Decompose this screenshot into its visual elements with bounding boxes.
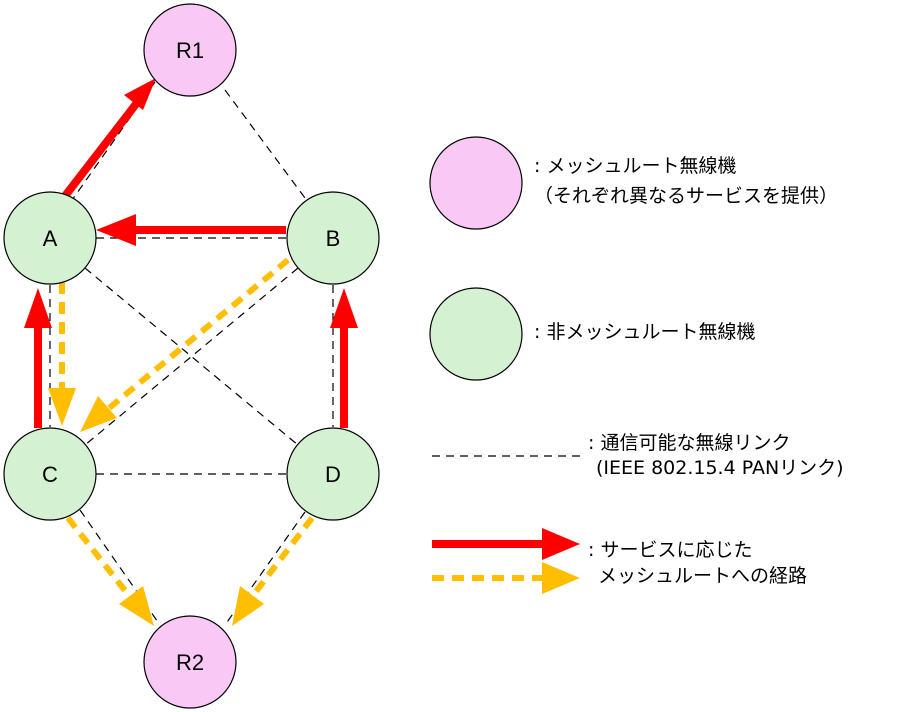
route-c-r2-line <box>65 516 137 604</box>
node-d-circle <box>286 427 380 521</box>
node-c-label: C <box>42 462 58 487</box>
node-r2-circle <box>143 615 237 709</box>
legend-route-line2: メッシュルートへの経路 <box>598 565 807 587</box>
link-a-r1 <box>69 81 156 204</box>
legend-service-route-arrowhead <box>542 528 580 560</box>
route-d-b-arrowhead <box>330 288 358 328</box>
node-r2-label: R2 <box>176 650 204 675</box>
route-a-c-arrowhead <box>48 388 76 426</box>
alternate-routes <box>48 257 315 626</box>
legend-root-swatch <box>429 136 523 230</box>
legend-normal-label: : 非メッシュルート無線機 <box>534 321 755 343</box>
route-d-r2-line <box>248 516 315 600</box>
legend-alt-route-arrowhead <box>542 562 580 594</box>
node-a-label: A <box>43 226 58 251</box>
route-c-r2-arrowhead <box>119 586 154 626</box>
link-a-d <box>84 267 299 446</box>
service-routes <box>24 78 358 428</box>
node-d-label: D <box>325 462 341 487</box>
route-a-r1-line <box>61 101 140 199</box>
node-b-circle <box>286 191 380 285</box>
legend-route-line1: : サービスに応じた <box>588 539 752 561</box>
node-r1-circle <box>143 3 237 97</box>
legend-link-line1: : 通信可能な無線リンク <box>588 432 790 454</box>
route-b-c-line <box>106 257 290 412</box>
legend-link-line2: (IEEE 802.15.4 PANリンク) <box>596 457 844 479</box>
route-b-c-arrowhead <box>80 396 117 432</box>
nodes: R1 A B C D R2 <box>3 3 380 709</box>
node-a-circle <box>3 191 97 285</box>
route-a-r1-arrowhead <box>124 78 156 110</box>
route-c-a-arrowhead <box>24 288 52 328</box>
legend-root-line1: : メッシュルート無線機 <box>534 155 736 177</box>
route-d-r2-arrowhead <box>232 586 264 626</box>
node-b-label: B <box>326 226 341 251</box>
link-b-c <box>84 267 299 446</box>
legend: : メッシュルート無線機 （それぞれ異なるサービスを提供） : 非メッシュルート… <box>429 136 844 594</box>
link-r1-b <box>224 89 306 199</box>
legend-normal-swatch <box>429 287 523 381</box>
node-r1-label: R1 <box>176 38 204 63</box>
route-b-a-arrowhead <box>96 214 136 246</box>
legend-root-line2: （それぞれ異なるサービスを提供） <box>534 185 838 207</box>
node-c-circle <box>3 427 97 521</box>
